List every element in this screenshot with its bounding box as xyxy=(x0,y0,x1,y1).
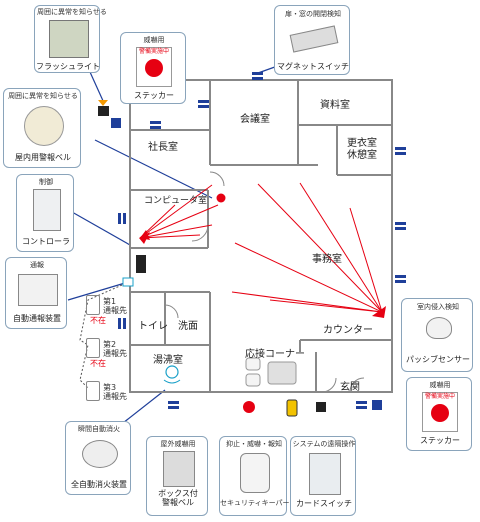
report-target-1-label: 第1 通報先 xyxy=(103,297,127,315)
sticker-top-caption: 威嚇用 xyxy=(143,36,165,44)
card-box-bell: 屋外威嚇用 ボックス付 警報ベル xyxy=(146,436,208,516)
auto-report-marker xyxy=(122,277,134,287)
indoor-bell-caption: 周囲に異常を知らせる xyxy=(8,92,78,100)
sticker-right-caption: 威嚇用 xyxy=(429,381,451,389)
card-indoor-bell: 周囲に異常を知らせる 屋内用警報ベル xyxy=(3,88,81,168)
box-bell-caption: 屋外威嚇用 xyxy=(160,440,196,448)
sticker-right-icon: 警備実施中 xyxy=(422,392,458,432)
card-auto-report: 通報 自動通報装置 xyxy=(5,257,67,329)
sticker-top-sign: 警備実施中 xyxy=(138,48,169,55)
flash-light-icon xyxy=(49,20,89,58)
card-controller: 制御 コントローラ xyxy=(16,174,74,252)
passive-sensor-label: パッシブセンサー xyxy=(406,355,470,364)
outdoor-bell-marker xyxy=(243,401,255,413)
auto-report-caption: 通報 xyxy=(30,261,44,269)
room-toilet: トイレ xyxy=(138,321,168,332)
security-keeper-icon xyxy=(240,453,270,493)
sticker-top-label: ステッカー xyxy=(134,91,174,100)
security-keeper-label: セキュリティキーパー xyxy=(220,499,290,507)
bell-icon xyxy=(24,106,64,146)
sticker-top-icon: 警備実施中 xyxy=(136,47,172,87)
card-fire-detector: 瞬間自動消火 全自動消火装置 xyxy=(65,421,131,495)
room-office: 事務室 xyxy=(312,254,342,265)
auto-report-icon xyxy=(18,274,58,306)
report-target-1-status: 不在 xyxy=(90,316,106,325)
reception-furniture xyxy=(245,357,297,387)
sensor-beams-office xyxy=(231,182,383,313)
sensor-cone-computer xyxy=(139,230,150,244)
indoor-bell-marker xyxy=(216,193,226,203)
card-switch-label: カードスイッチ xyxy=(296,499,352,508)
card-sticker-right: 威嚇用 警備実施中 ステッカー xyxy=(406,377,472,451)
card-security-keeper: 抑止・威嚇・報知 セキュリティキーパー xyxy=(219,436,290,516)
card-magnet-switch: 扉・窓の開閉検知 マグネットスイッチ xyxy=(274,5,350,75)
sticker-right-sign: 警備実施中 xyxy=(424,393,455,400)
phone-icon xyxy=(86,381,100,401)
report-chain xyxy=(79,284,123,389)
sensor-cone-office xyxy=(372,306,386,318)
card-flash-light: 周囲に異常を知らせる フラッシュライト xyxy=(34,5,107,73)
magnet-switch-markers xyxy=(111,72,406,410)
box-bell-icon xyxy=(163,451,195,487)
flash-light-marker xyxy=(98,100,109,116)
fire-extinguisher-marker xyxy=(163,365,181,384)
magnet-switch-label: マグネットスイッチ xyxy=(277,62,349,71)
fire-detector-caption: 瞬間自動消火 xyxy=(78,425,120,433)
room-washroom: 洗面 xyxy=(178,321,198,332)
passive-sensor-icon xyxy=(426,317,452,339)
room-entrance: 玄関 xyxy=(340,382,360,393)
phone-icon xyxy=(86,295,100,315)
sticker-right-label: ステッカー xyxy=(420,436,460,445)
sensor-beams-computer xyxy=(139,184,219,239)
fire-detector-icon xyxy=(82,440,118,468)
indoor-bell-label: 屋内用警報ベル xyxy=(15,153,71,162)
room-archive: 資料室 xyxy=(320,100,350,111)
room-reception: 応接コーナー xyxy=(245,349,305,360)
magnet-switch-caption: 扉・窓の開閉検知 xyxy=(285,10,341,18)
passive-sensor-caption: 室内侵入検知 xyxy=(417,303,459,311)
room-meeting: 会議室 xyxy=(240,114,270,125)
report-target-2-label: 第2 通報先 xyxy=(103,340,127,358)
controller-marker xyxy=(136,255,146,273)
flash-light-label: フラッシュライト xyxy=(36,62,100,71)
card-sticker-top: 威嚇用 警備実施中 ステッカー xyxy=(120,32,186,104)
phone-icon xyxy=(86,338,100,358)
card-switch-icon xyxy=(309,453,341,495)
controller-icon xyxy=(33,189,61,231)
room-president: 社長室 xyxy=(148,142,178,153)
card-passive-sensor: 室内侵入検知 パッシブセンサー xyxy=(401,298,473,372)
card-switch-marker xyxy=(316,402,326,412)
controller-label: コントローラ xyxy=(22,237,70,246)
card-switch-caption: システムの遠隔操作 xyxy=(292,440,356,448)
report-target-3-label: 第3 通報先 xyxy=(103,383,127,401)
building-walls xyxy=(129,79,393,393)
controller-caption: 制御 xyxy=(39,178,53,186)
room-counter: カウンター xyxy=(323,325,373,336)
report-target-2-status: 不在 xyxy=(90,359,106,368)
magnet-switch-icon xyxy=(289,25,339,53)
room-kettle: 湯沸室 xyxy=(153,355,183,366)
fire-detector-label: 全自動消火装置 xyxy=(71,480,127,489)
box-bell-label: ボックス付 警報ベル xyxy=(158,489,198,507)
flash-light-caption: 周囲に異常を知らせる xyxy=(37,8,107,16)
auto-report-label: 自動通報装置 xyxy=(13,314,61,323)
door-arcs xyxy=(164,171,365,393)
security-keeper-caption: 抑止・威嚇・報知 xyxy=(226,440,282,448)
card-card-switch: システムの遠隔操作 カードスイッチ xyxy=(290,436,356,516)
room-computer: コンピュータ室 xyxy=(144,196,208,206)
room-locker: 更衣室 休憩室 xyxy=(347,138,377,161)
security-keeper-marker xyxy=(286,399,298,417)
